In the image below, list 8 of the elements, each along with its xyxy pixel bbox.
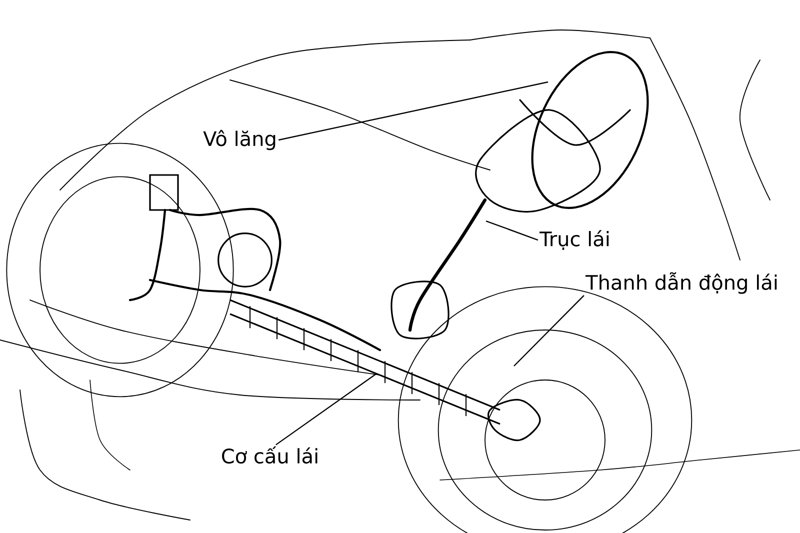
leader-line: [278, 81, 548, 141]
callout-label: Vô lăng: [203, 130, 276, 150]
leader-line: [514, 295, 584, 366]
callout-label: Thanh dẫn động lái: [586, 272, 777, 294]
callout-label: Trục lái: [540, 230, 609, 250]
leader-line: [486, 220, 538, 241]
callout-label: Cơ cấu lái: [222, 446, 318, 464]
leader-line: [276, 374, 376, 446]
